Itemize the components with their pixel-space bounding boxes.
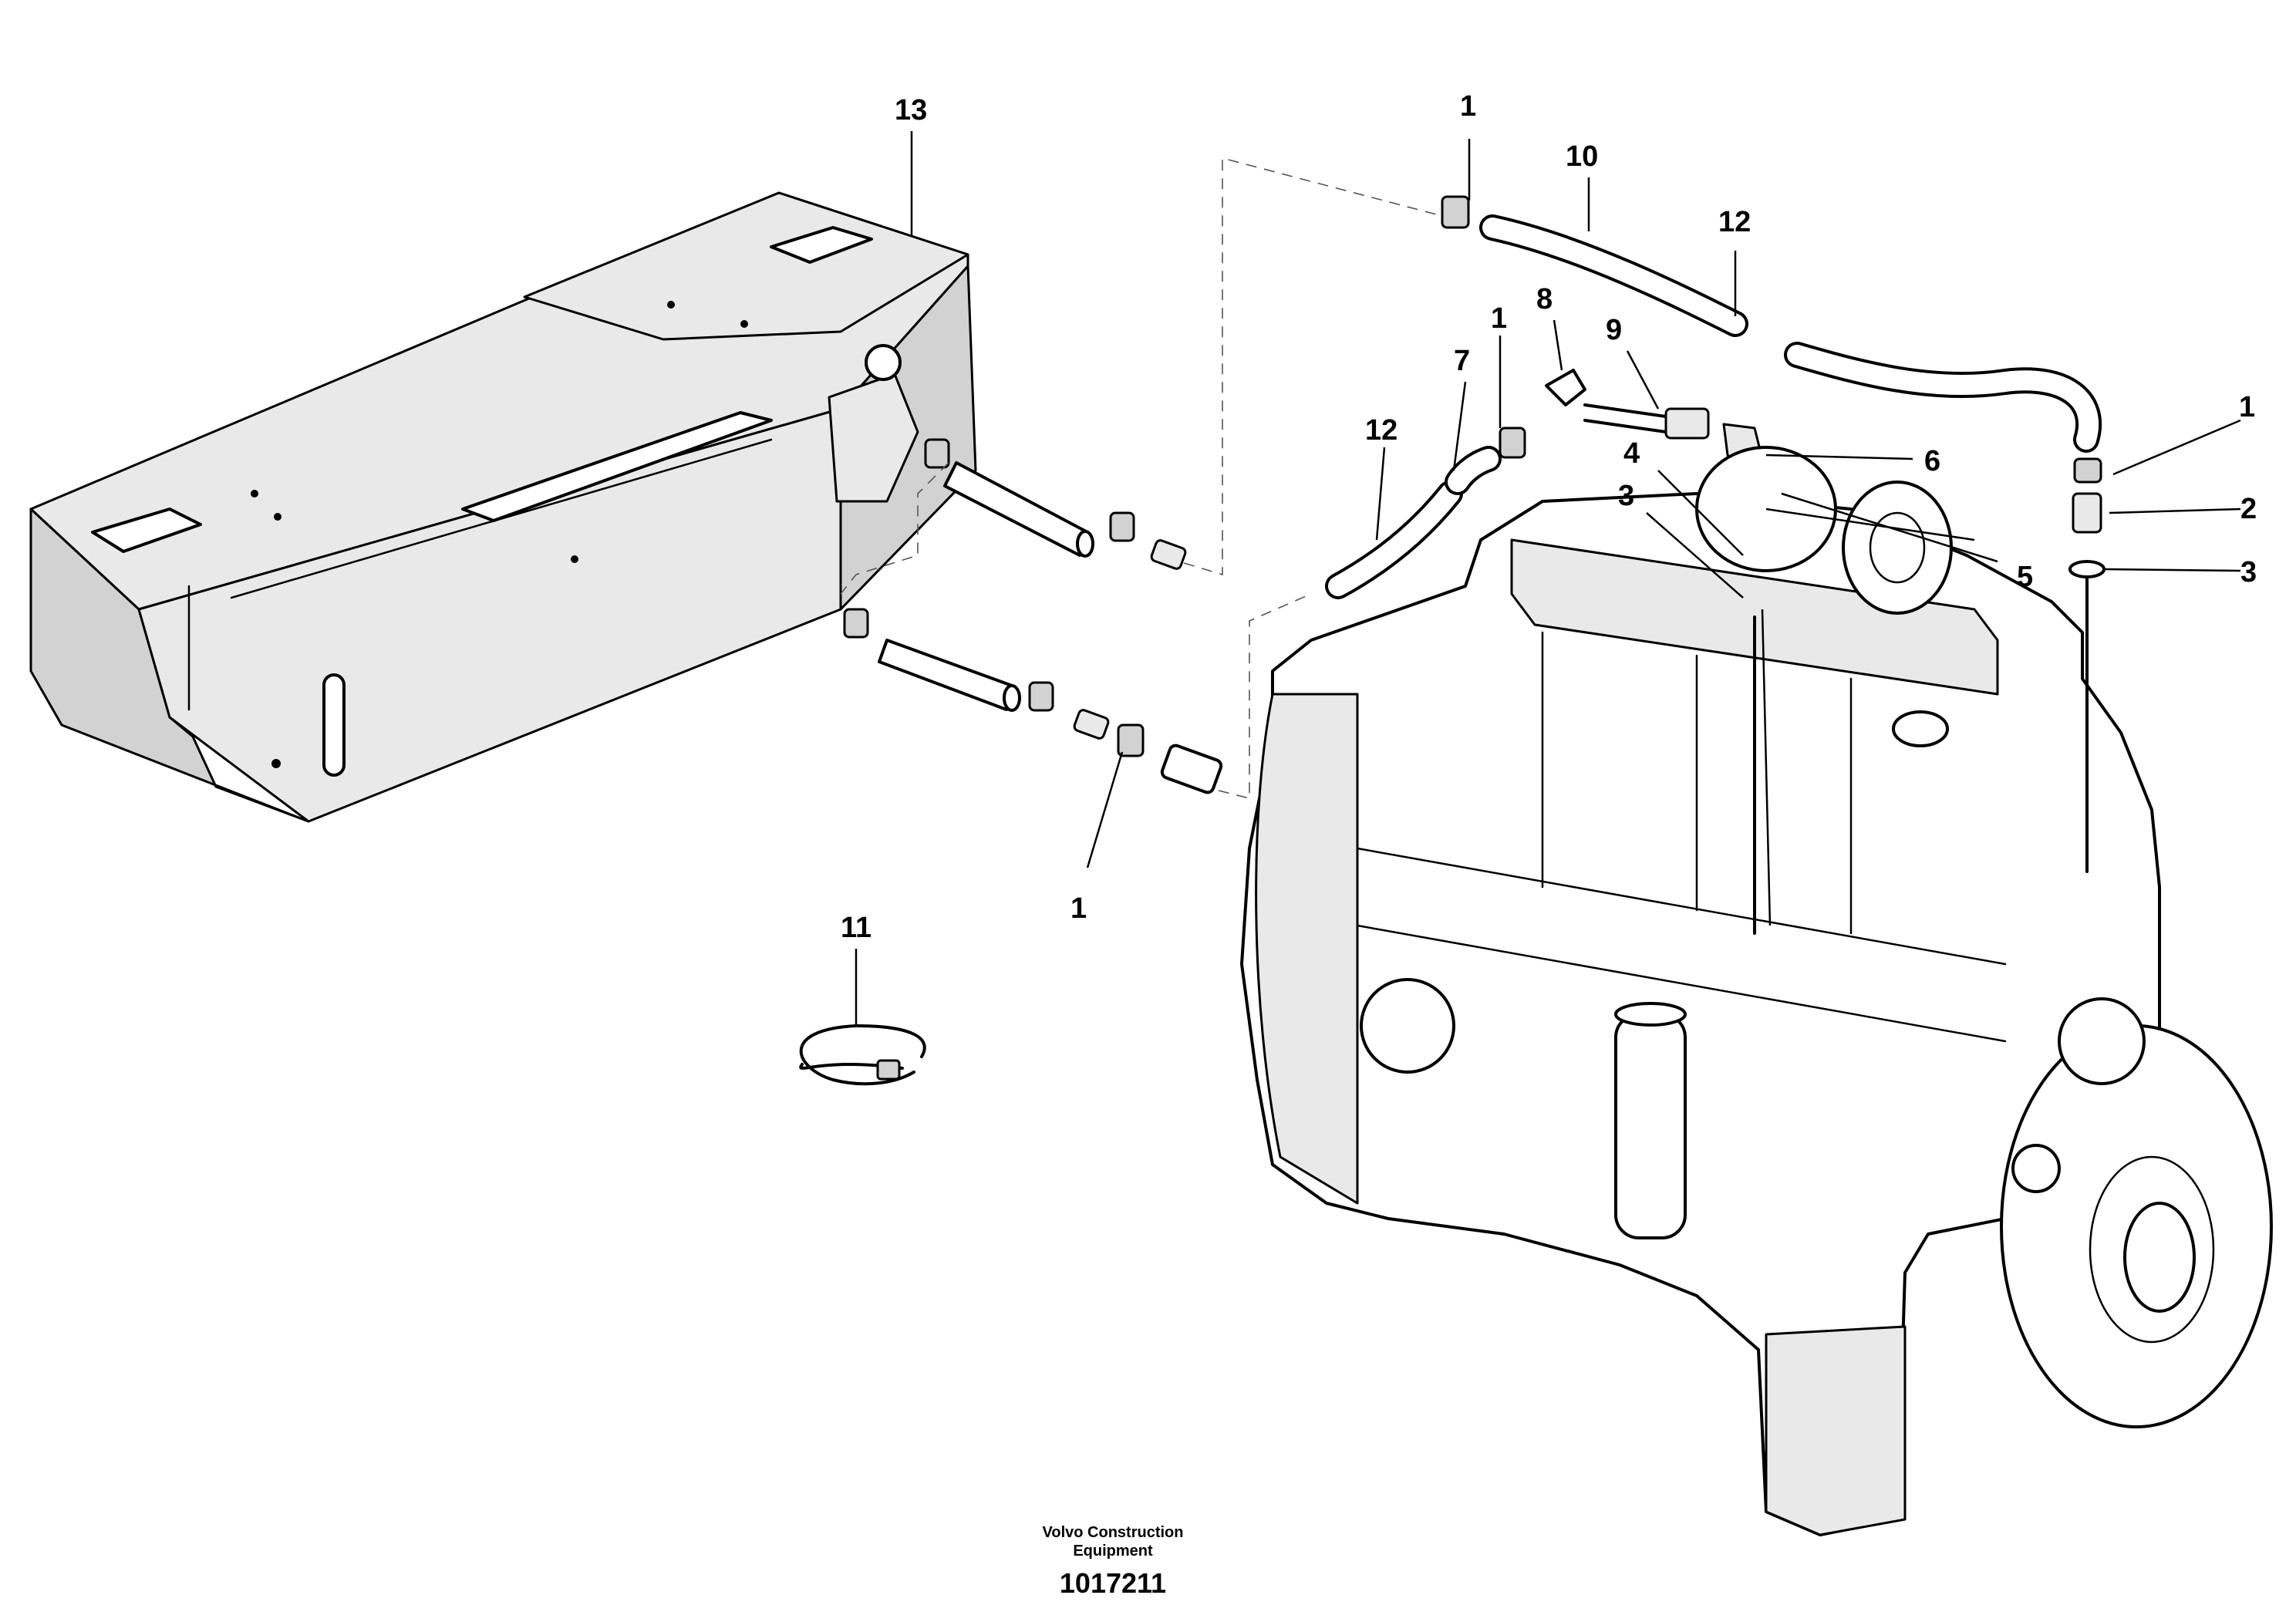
callout-11: 11 — [841, 912, 872, 944]
callout-labels: 13 1 10 12 1 8 9 7 12 4 3 6 5 1 2 3 1 11 — [841, 90, 2257, 944]
hose-clamp-1c — [843, 608, 869, 639]
hose-upper — [943, 461, 1094, 558]
hose-clamp-1e — [1117, 723, 1145, 757]
washer-3-right — [2068, 560, 2106, 578]
engine — [1240, 446, 2273, 1536]
oil-filter — [1614, 1002, 1687, 1239]
hose-12-left — [1325, 481, 1463, 599]
company-name-line1: Volvo Construction — [1043, 1524, 1184, 1541]
hose-clamp-1d — [1028, 681, 1054, 712]
hose-nipple-lower — [1073, 709, 1110, 740]
clamp-top — [1441, 195, 1470, 229]
hose-12-top — [1784, 342, 2102, 453]
callout-1-mid: 1 — [1491, 302, 1507, 335]
callout-12-left: 12 — [1365, 414, 1397, 447]
drawing-number: 1017211 — [1060, 1567, 1166, 1599]
heater-unit — [29, 191, 977, 823]
pipe-9 — [1583, 403, 1710, 440]
callout-6: 6 — [1924, 445, 1940, 477]
callout-3-left: 3 — [1618, 480, 1634, 512]
hose-7 — [1445, 446, 1502, 495]
drawing-footer: Volvo Construction Equipment 1017211 — [1043, 1524, 1184, 1599]
clamp-right — [2073, 457, 2102, 484]
hose-nipple-upper — [1150, 539, 1187, 570]
company-name-line2: Equipment — [1073, 1543, 1153, 1560]
leader-lines — [855, 131, 2241, 1026]
nipple-2 — [2072, 492, 2102, 534]
hose-connector — [1160, 744, 1223, 794]
callout-4: 4 — [1623, 437, 1640, 470]
coolant-hoses — [1325, 195, 2102, 599]
callout-1-bottom: 1 — [1070, 892, 1087, 925]
elbow-8 — [1545, 369, 1586, 406]
callout-2: 2 — [2240, 493, 2257, 525]
callout-1-top: 1 — [1460, 90, 1476, 123]
heater-hoses — [840, 157, 1443, 800]
callout-8: 8 — [1536, 283, 1553, 315]
callout-3-right: 3 — [2240, 556, 2257, 588]
callout-13: 13 — [895, 94, 927, 126]
hose-clamp-11 — [799, 1024, 926, 1086]
callout-10: 10 — [1566, 140, 1598, 173]
hose-10 — [1479, 214, 1748, 337]
clamp-mid — [1499, 427, 1526, 459]
hose-lower — [878, 639, 1021, 712]
callout-12-top: 12 — [1718, 206, 1751, 238]
callout-1-right: 1 — [2239, 391, 2255, 423]
callout-9: 9 — [1606, 314, 1622, 346]
hose-clamp-1a — [924, 438, 950, 469]
callout-5: 5 — [2017, 561, 2033, 593]
callout-7: 7 — [1454, 345, 1470, 377]
hose-clamp-1b — [1109, 511, 1135, 542]
